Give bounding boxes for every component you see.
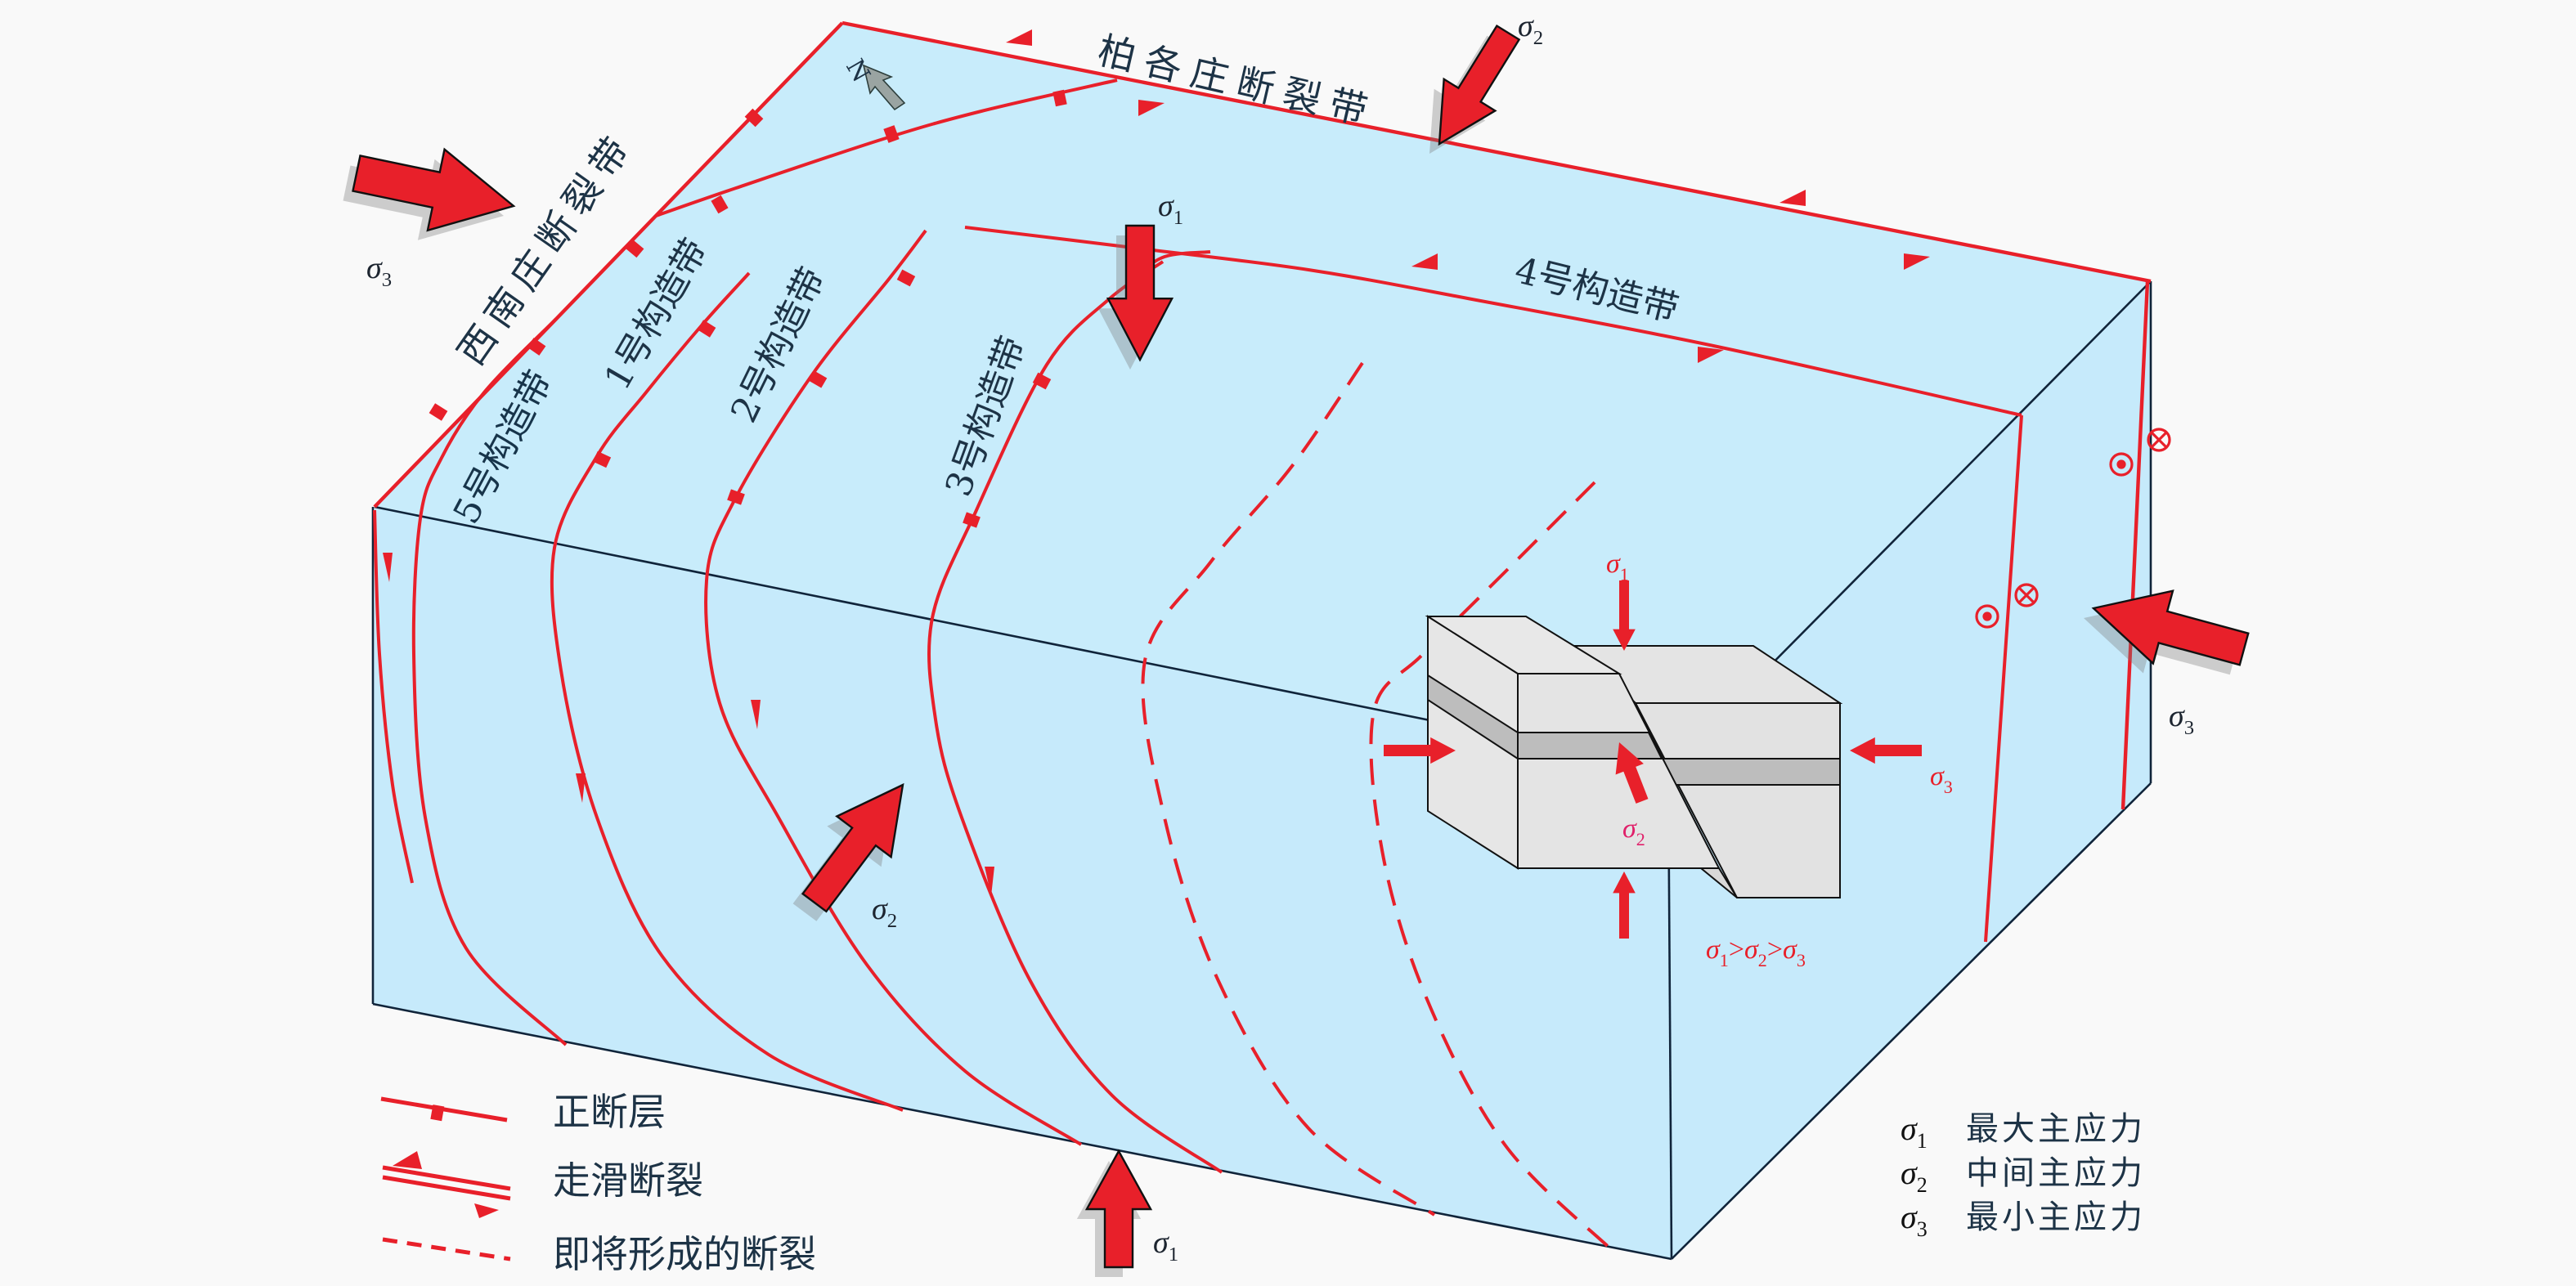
cross-in-circle-icon (2147, 428, 2171, 452)
mini-right-block-front (1634, 702, 1841, 898)
sigma1-top-label: σ1 (1158, 189, 1183, 229)
fault-zone5-top (655, 78, 1118, 217)
legend-sigma2-desc: 中间主应力 (1966, 1154, 2146, 1192)
stress-arrows (343, 24, 2250, 1277)
sigma1-bottom-label: σ1 (1153, 1226, 1178, 1266)
fault-zone4-right-face (1984, 414, 2023, 943)
normal-fault-tick (711, 195, 729, 214)
main-block (371, 20, 2152, 1261)
mini-sigma2-arrow (1615, 742, 1649, 804)
dip-slip-arrow (383, 553, 393, 582)
sigma3-left-label: σ3 (366, 251, 392, 291)
dip-slip-arrow (751, 700, 761, 729)
mini-sigma3-right-arrow (1850, 737, 1922, 764)
legend-sigma1-desc: 最大主应力 (1966, 1110, 2146, 1148)
normal-fault-tick (963, 512, 981, 528)
block-edge (372, 1002, 1672, 1261)
strike-slip-arrow (1779, 190, 1806, 206)
legend-normal-fault-symbol (380, 1096, 508, 1122)
incipient-fault-1 (1141, 361, 1436, 1217)
legend-sigma3-desc: 最小主应力 (1966, 1199, 2146, 1236)
slip-direction-symbols (1975, 428, 2171, 629)
sigma3-left-arrow (352, 147, 516, 232)
fault-lines (373, 78, 2023, 1252)
sigma1-bottom-arrow (1084, 1149, 1153, 1269)
normal-fault-tick (1032, 372, 1052, 390)
block-right-face (1668, 281, 2151, 1259)
stress-inequality-label: σ1>σ2>σ3 (1706, 934, 1806, 970)
fault-edge-left (373, 509, 414, 884)
sigma2-top-label: σ2 (1518, 9, 1543, 49)
block-front-face (373, 507, 1672, 1259)
xinanzhuang-fault-line (373, 21, 844, 509)
sigma3-right-label: σ3 (2169, 699, 2194, 739)
legend-sigma3-symbol: σ3 (1901, 1199, 1928, 1241)
normal-fault-tick (429, 403, 448, 421)
normal-fault-tick (744, 108, 764, 128)
legend-normal-fault-label: 正断层 (553, 1090, 666, 1134)
normal-fault-tick (727, 489, 745, 505)
strike-slip-arrow (1411, 253, 1438, 270)
block-top-face (375, 23, 2151, 768)
fault-zone2 (704, 229, 1083, 1146)
sigma1-top-arrow (1106, 224, 1174, 362)
mini-sigma1-label: σ1 (1606, 549, 1629, 585)
strike-slip-arrow (1904, 253, 1930, 270)
incipient-fault-2 (1369, 481, 1614, 1252)
normal-fault-tick (625, 239, 644, 258)
sigma3-right-arrow (2091, 589, 2250, 666)
normal-fault-tick (592, 450, 612, 468)
normal-fault-tick (697, 320, 716, 338)
sigma2-front-arrow (801, 782, 904, 913)
mini-sigma1-up-arrow (1613, 872, 1636, 939)
legend-sigma2-symbol: σ2 (1901, 1154, 1928, 1197)
normal-fault-tick (883, 125, 900, 143)
cross-in-circle-icon (2014, 583, 2039, 607)
legend-incipient-fault-label: 即将形成的断裂 (553, 1232, 816, 1276)
normal-fault-tick (1052, 89, 1067, 107)
normal-fault-tick (527, 338, 546, 356)
fault-zone5 (411, 317, 568, 1046)
mini-fault-plane (1699, 867, 1738, 898)
strike-slip-arrow (1006, 29, 1032, 46)
mini-sigma3-label: σ3 (1930, 761, 1953, 797)
mini-sigma1-arrow (1613, 580, 1636, 651)
normal-fault-tick (808, 370, 828, 388)
legend-strike-slip-symbol (382, 1151, 511, 1218)
mini-sigma2-label: σ2 (1622, 813, 1645, 849)
sigma2-front-label: σ2 (872, 892, 897, 932)
strike-slip-arrow (1138, 100, 1165, 116)
fault-zone3 (927, 260, 1223, 1174)
block-edge (1671, 782, 2152, 1260)
legend-incipient-fault-symbol (382, 1237, 511, 1261)
mini-sigma3-left-arrow (1384, 737, 1456, 764)
dot-in-circle-icon (1975, 604, 1999, 629)
dip-slip-arrow (576, 773, 586, 803)
sigma2-top-arrow (1438, 24, 1521, 146)
legend-strike-slip-label: 走滑断裂 (553, 1158, 703, 1203)
fault-zone1 (550, 271, 904, 1112)
mini-right-band (1655, 758, 1841, 786)
dot-in-circle-icon (2109, 452, 2134, 477)
strike-slip-arrow (1698, 347, 1724, 363)
normal-fault-tick (896, 269, 916, 287)
mini-left-band-front (1517, 732, 1663, 760)
legend-sigma1-symbol: σ1 (1901, 1110, 1928, 1153)
fault-symbols (383, 29, 1930, 896)
legend-symbols (380, 1096, 511, 1261)
boai-fault-line (841, 20, 2152, 284)
boai-fault-trace-right-face (2120, 280, 2150, 810)
dip-slip-arrow (985, 867, 994, 896)
